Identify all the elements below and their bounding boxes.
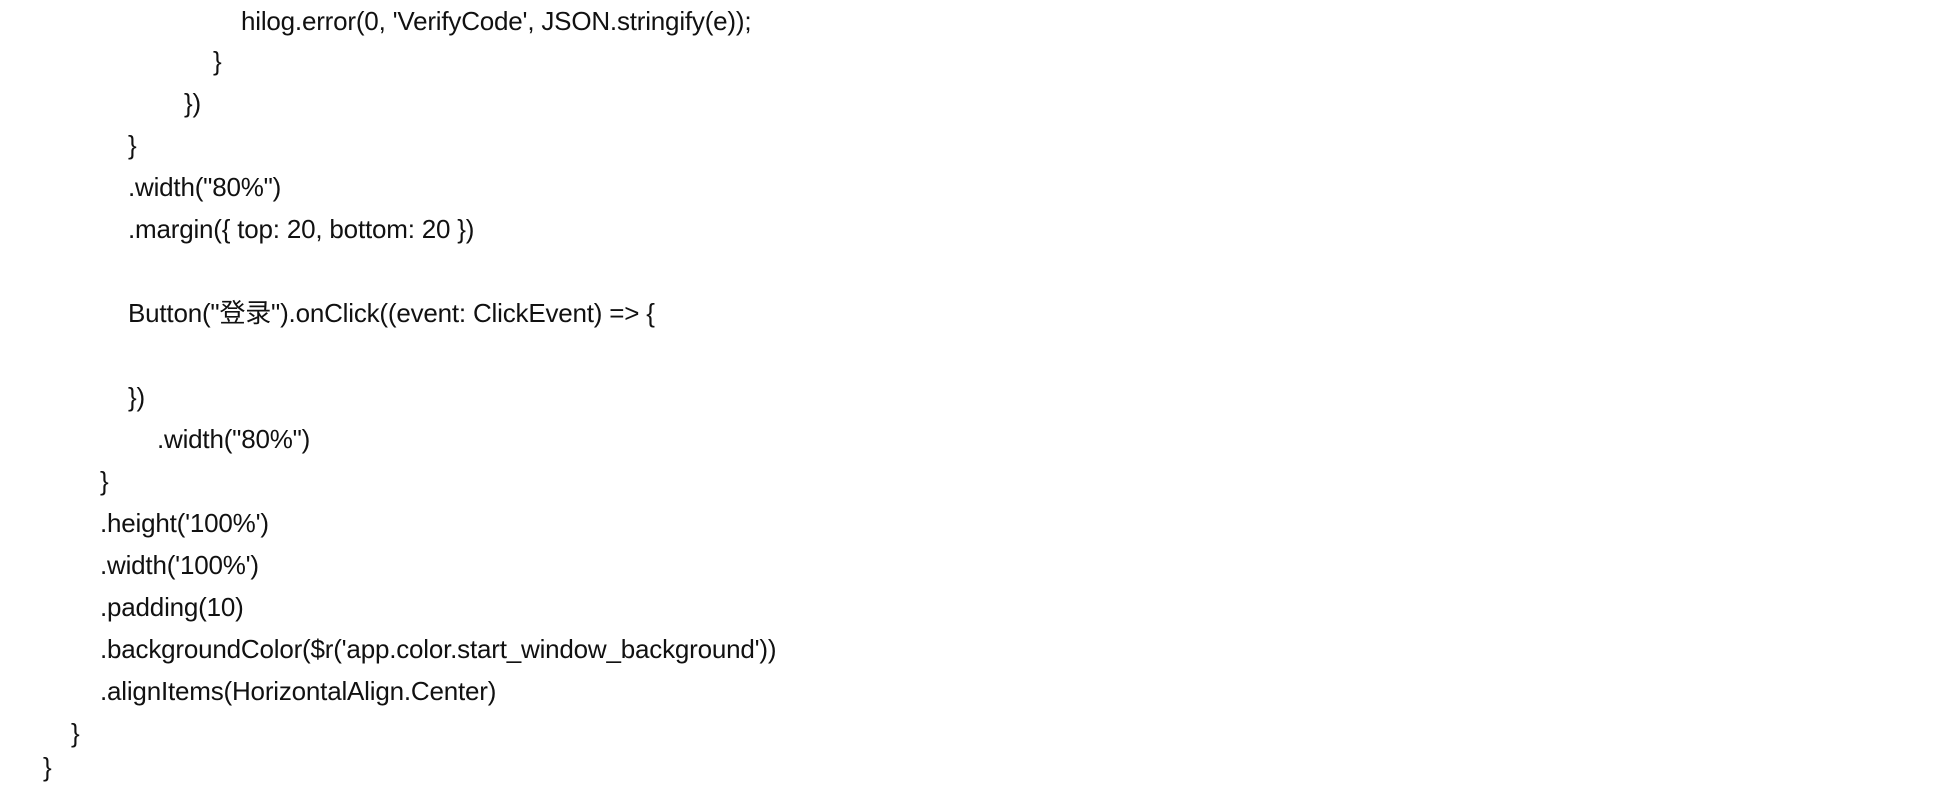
code-line: }): [128, 382, 145, 412]
code-line: .backgroundColor($r('app.color.start_win…: [100, 634, 777, 664]
code-line: .alignItems(HorizontalAlign.Center): [100, 676, 497, 706]
code-line: }: [213, 46, 222, 76]
code-line: }: [128, 130, 137, 160]
code-line: .padding(10): [100, 592, 244, 622]
code-line: }: [43, 752, 52, 782]
code-line: .margin({ top: 20, bottom: 20 }): [128, 214, 475, 244]
code-line: }): [184, 88, 201, 118]
code-line: .width('100%'): [100, 550, 259, 580]
code-line: .height('100%'): [100, 508, 269, 538]
code-line: }: [71, 718, 80, 748]
code-line: }: [100, 466, 109, 496]
code-line: .width("80%"): [157, 424, 311, 454]
code-line: Button("登录").onClick((event: ClickEvent)…: [128, 298, 655, 328]
code-line: .width("80%"): [128, 172, 282, 202]
code-line: hilog.error(0, 'VerifyCode', JSON.string…: [241, 6, 752, 36]
